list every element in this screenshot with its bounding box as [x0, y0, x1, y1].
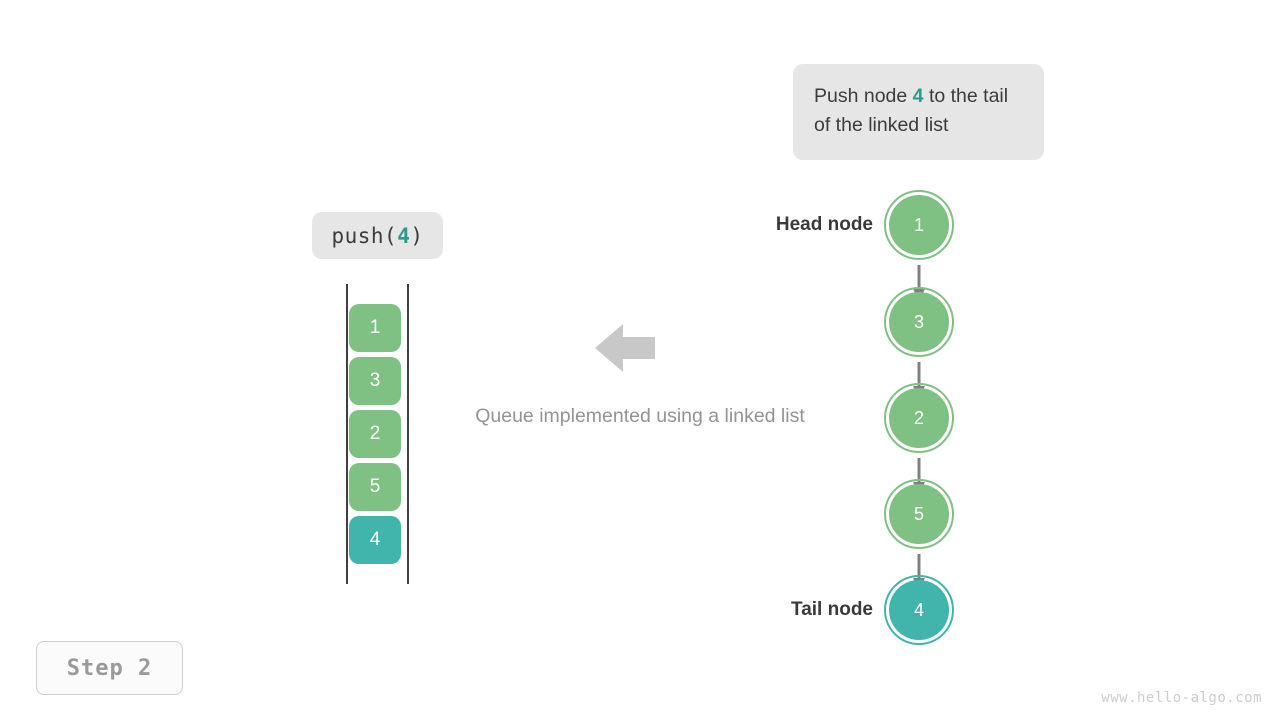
callout-text-before: Push node	[814, 85, 913, 107]
queue-rail-right	[407, 284, 409, 584]
queue-item: 3	[349, 357, 401, 405]
queue-item-list: 1 3 2 5 4	[349, 304, 401, 564]
linked-list-node: 5	[884, 479, 954, 549]
caption-text: Queue implemented using a linked list	[475, 405, 805, 427]
queue-item: 2	[349, 410, 401, 458]
watermark: www.hello-algo.com	[1101, 690, 1262, 706]
node-value: 5	[913, 503, 924, 524]
node-value: 3	[913, 311, 924, 332]
head-node-label: Head node	[775, 214, 873, 235]
queue-item-value: 5	[369, 476, 381, 497]
linked-list-node: Head node 1	[776, 190, 954, 260]
node-ring	[884, 287, 954, 357]
tail-node-label: Tail node	[791, 599, 873, 620]
linked-list-node: 2	[884, 383, 954, 453]
node-ring	[884, 383, 954, 453]
operation-prefix: push(	[331, 223, 398, 248]
operation-label: push(4)	[312, 212, 443, 259]
operation-suffix: )	[410, 223, 424, 248]
queue-item-value: 1	[369, 317, 381, 338]
step-badge: Step 2	[36, 641, 183, 695]
queue-item: 5	[349, 463, 401, 511]
left-arrow-icon	[595, 320, 655, 381]
queue-item-highlighted: 4	[349, 516, 401, 564]
node-value: 1	[913, 214, 924, 235]
node-ring	[884, 575, 954, 645]
node-value: 4	[913, 599, 924, 620]
node-ring	[884, 479, 954, 549]
queue-item: 1	[349, 304, 401, 352]
callout-text-after: to the tail of the linked list	[814, 85, 1009, 136]
linked-list-node: 3	[884, 287, 954, 357]
linked-list-diagram: Head node 1 3 2	[740, 180, 980, 650]
queue-column: 1 3 2 5 4	[340, 284, 414, 584]
queue-item-value: 3	[369, 370, 381, 391]
node-ring	[884, 190, 954, 260]
callout-box: Push node 4 to the tail of the linked li…	[793, 64, 1044, 160]
queue-item-value: 2	[369, 423, 381, 444]
queue-rail-left	[346, 284, 348, 584]
operation-accent-value: 4	[397, 223, 411, 248]
node-value: 2	[913, 407, 924, 428]
linked-list-node-highlighted: Tail node 4	[791, 575, 954, 645]
callout-accent-value: 4	[912, 85, 924, 107]
queue-item-value: 4	[369, 529, 381, 550]
